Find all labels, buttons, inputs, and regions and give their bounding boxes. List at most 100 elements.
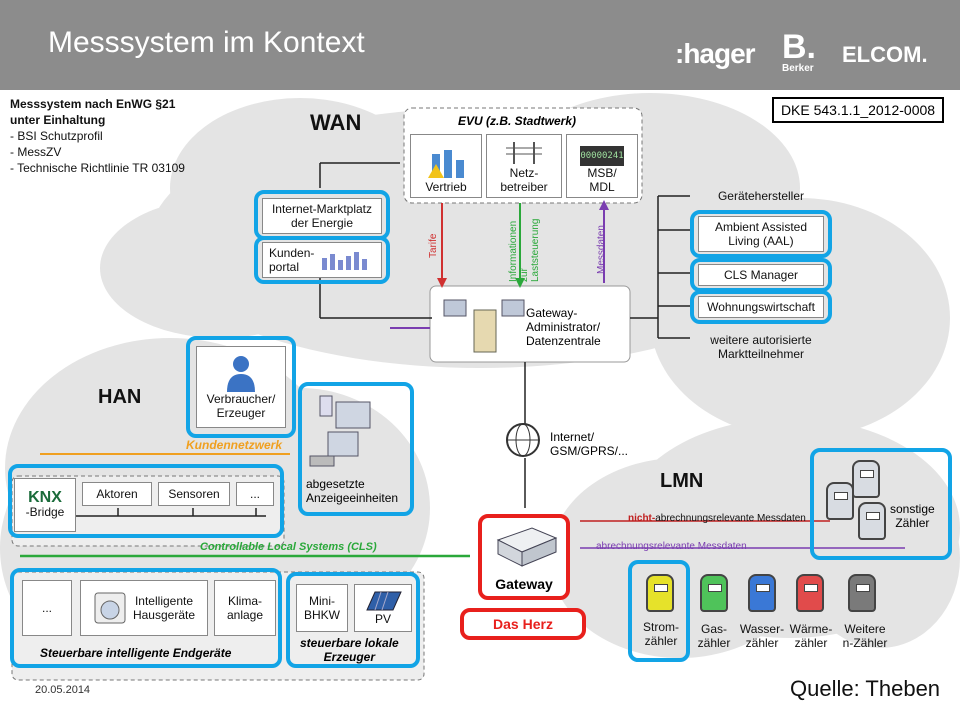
sonstige-label: sonstige Zähler <box>890 502 935 530</box>
intro-line-5: - Technische Richtlinie TR 03109 <box>10 161 185 175</box>
kundennetzwerk-label: Kundennetzwerk <box>186 438 283 452</box>
klima-box: Klima- anlage <box>214 580 276 636</box>
sonstige-meter-icon-3 <box>858 502 886 540</box>
intro-line-4: - MessZV <box>10 145 62 159</box>
server-icon <box>443 299 525 353</box>
sonstige-meters-icon <box>820 460 900 540</box>
highlight-marktplatz <box>254 190 390 240</box>
weitere-meter-icon <box>848 574 876 612</box>
wasser-label: Wasser- zähler <box>739 622 785 650</box>
weitere-label: Weitere n-Zähler <box>842 622 888 650</box>
kundenportal-label: Kunden- portal <box>269 246 315 274</box>
power-line-icon <box>506 142 542 164</box>
kundenportal: Kunden- portal <box>262 242 382 278</box>
meter-display: 00000241 <box>580 146 624 166</box>
highlight-anzeige <box>298 382 414 516</box>
header-bar <box>0 0 960 90</box>
right-item-marktteilnehmer: weitere autorisierte Marktteilnehmer <box>710 333 812 361</box>
hausgeraete-box: Intelligente Hausgeräte <box>80 580 208 636</box>
han-label: HAN <box>98 386 142 408</box>
waerme-label: Wärme- zähler <box>789 622 833 650</box>
intro-line-3: - BSI Schutzprofil <box>10 129 103 143</box>
display-devices-icon <box>309 395 371 467</box>
footer-date: 20.05.2014 <box>35 684 91 696</box>
highlight-endgeraete <box>10 568 282 668</box>
gateway-box-icon <box>496 527 558 567</box>
sensoren-box: Sensoren <box>158 482 230 506</box>
abgesetzte-label: abgesetzte Anzeigeeinheiten <box>306 477 399 505</box>
strom-label: Strom- zähler <box>643 620 679 648</box>
anzeige-group: abgesetzte Anzeigeeinheiten <box>306 392 402 508</box>
more-box-1: ... <box>236 482 274 506</box>
pv-box: PV <box>354 584 412 632</box>
gateway-device: Gateway <box>478 514 570 600</box>
gas-label: Gas- zähler <box>697 622 731 650</box>
arrow-label-tarife: Tarife <box>428 233 439 258</box>
aktoren-box: Aktoren <box>82 482 152 506</box>
abrechnung-label: abrechnungsrelevante Messdaten <box>596 541 747 552</box>
strom-meter-icon <box>646 574 674 612</box>
internet-marktplatz: Internet-Marktplatz der Energie <box>262 198 382 234</box>
evu-msb-label: MSB/ MDL <box>587 166 617 194</box>
steuerbare-geraete-label: Steuerbare intelligente Endgeräte <box>40 646 232 660</box>
evu-msb-mdl: 00000241 MSB/ MDL <box>566 134 638 198</box>
wasser-meter-icon <box>748 574 776 612</box>
solar-panel-icon <box>366 591 402 611</box>
sonstige-meter-icon-1 <box>852 460 880 498</box>
verbraucher-erzeuger: Verbraucher/ Erzeuger <box>196 346 286 428</box>
highlight-knx-row <box>8 464 284 538</box>
highlight-wohnungswirtschaft <box>690 290 832 324</box>
washing-machine-icon <box>94 592 126 624</box>
cls-label: Controllable Local Systems (CLS) <box>200 541 377 553</box>
knx-bridge-label: -Bridge <box>25 505 65 519</box>
evu-vertrieb-label: Vertrieb <box>425 180 467 194</box>
intro-text: Messsystem nach EnWG §21 unter Einhaltun… <box>10 96 185 176</box>
evu-vertrieb: Vertrieb <box>410 134 482 198</box>
arrow-label-informationen: Informationen zur Laststeuerung <box>508 218 541 282</box>
evu-title: EVU (z.B. Stadtwerk) <box>458 114 577 128</box>
highlight-aal <box>690 210 832 258</box>
berker-logo: B.Berker <box>782 28 816 74</box>
hager-logo: :hager <box>675 38 756 69</box>
das-herz-label: Das Herz <box>460 608 586 640</box>
verbraucher-label: Verbraucher/ Erzeuger <box>206 392 276 420</box>
knx-logo: KNX <box>28 489 62 506</box>
footer-source: Quelle: Theben <box>790 676 941 701</box>
bhkw-box: Mini- BHKW <box>296 584 348 632</box>
nicht-prefix: nicht- <box>628 513 656 524</box>
highlight-erzeuger <box>286 572 420 668</box>
highlight-cls-manager <box>690 258 832 292</box>
intro-line-2: unter Einhaltung <box>10 113 106 127</box>
steuerbare-erzeuger-label: steuerbare lokale Erzeuger <box>300 636 399 664</box>
evu-netzbetreiber-label: Netz- betreiber <box>500 166 548 194</box>
gateway-administrator: Gateway- Administrator/ Datenzentrale <box>526 306 601 348</box>
berker-logo-sub: Berker <box>782 63 814 74</box>
wan-label: WAN <box>310 110 362 135</box>
arrow-label-messdaten: Messdaten <box>596 225 607 274</box>
person-icon <box>227 356 255 392</box>
right-item-aal: Ambient Assisted Living (AAL) <box>698 216 824 252</box>
waerme-meter-icon <box>796 574 824 612</box>
more-box-2: ... <box>22 580 72 636</box>
globe-icon <box>506 423 540 457</box>
gas-meter-icon <box>700 574 728 612</box>
intro-line-1: Messsystem nach EnWG §21 <box>10 97 176 111</box>
highlight-kundenportal <box>254 236 390 284</box>
internet-label: Internet/ GSM/GPRS/... <box>550 430 629 458</box>
right-item-cls-manager: CLS Manager <box>698 264 824 286</box>
nicht-abrechnung-text: abrechnungsrelevante Messdaten <box>655 513 806 524</box>
nicht-abrechnung-label: nicht-abrechnungsrelevante Messdaten <box>628 513 806 524</box>
berker-logo-letter: B. <box>782 28 816 66</box>
lmn-label: LMN <box>660 470 704 492</box>
highlight-strom <box>628 560 690 662</box>
gateway-label: Gateway <box>495 576 553 592</box>
sonstige-meter-icon-2 <box>826 482 854 520</box>
evu-netzbetreiber: Netz- betreiber <box>486 134 562 198</box>
page-title: Messsystem im Kontext <box>48 26 365 59</box>
factory-icon <box>428 150 464 178</box>
highlight-verbraucher <box>186 336 296 438</box>
right-item-wohnungswirtschaft: Wohnungswirtschaft <box>698 296 824 318</box>
highlight-sonstige <box>810 448 952 560</box>
dke-reference: DKE 543.1.1_2012-0008 <box>772 97 944 123</box>
portal-chart-icon <box>322 252 368 270</box>
